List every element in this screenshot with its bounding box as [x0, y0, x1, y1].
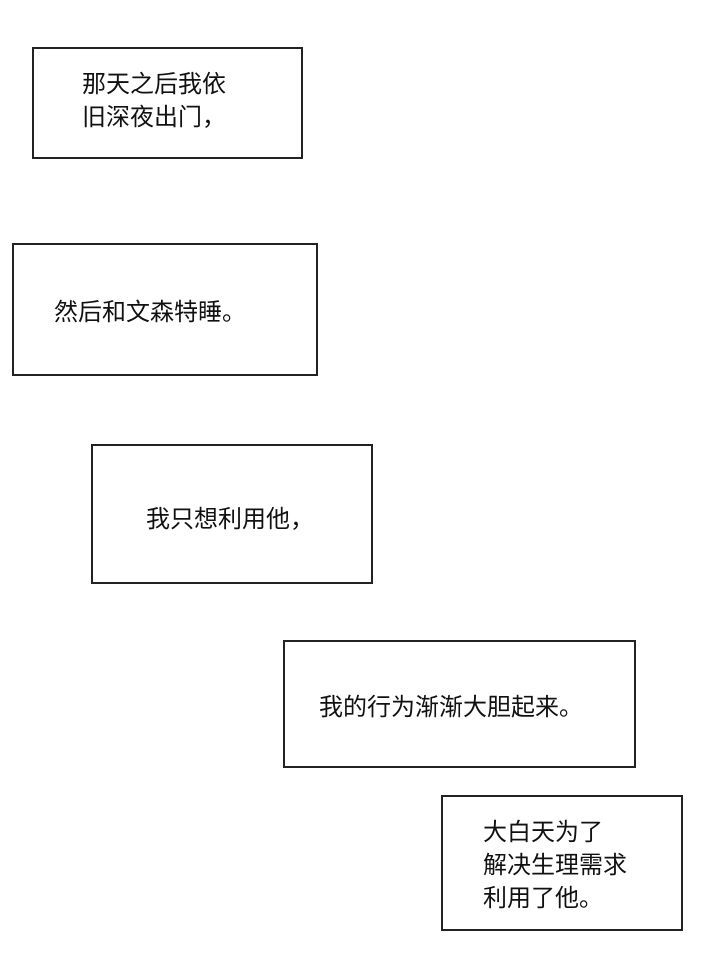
caption-box-1: 那天之后我依 旧深夜出门，	[32, 47, 303, 159]
caption-box-2: 然后和文森特睡。	[12, 243, 318, 376]
caption-box-5: 大白天为了 解决生理需求 利用了他。	[441, 795, 683, 931]
caption-text: 我的行为渐渐大胆起来。	[319, 693, 583, 721]
caption-box-3: 我只想利用他，	[91, 444, 373, 584]
caption-text: 大白天为了 解决生理需求 利用了他。	[483, 817, 627, 912]
caption-text: 我只想利用他，	[146, 504, 314, 533]
caption-text: 那天之后我依 旧深夜出门，	[82, 70, 226, 131]
caption-box-4: 我的行为渐渐大胆起来。	[283, 640, 636, 768]
caption-text: 然后和文森特睡。	[54, 298, 246, 326]
